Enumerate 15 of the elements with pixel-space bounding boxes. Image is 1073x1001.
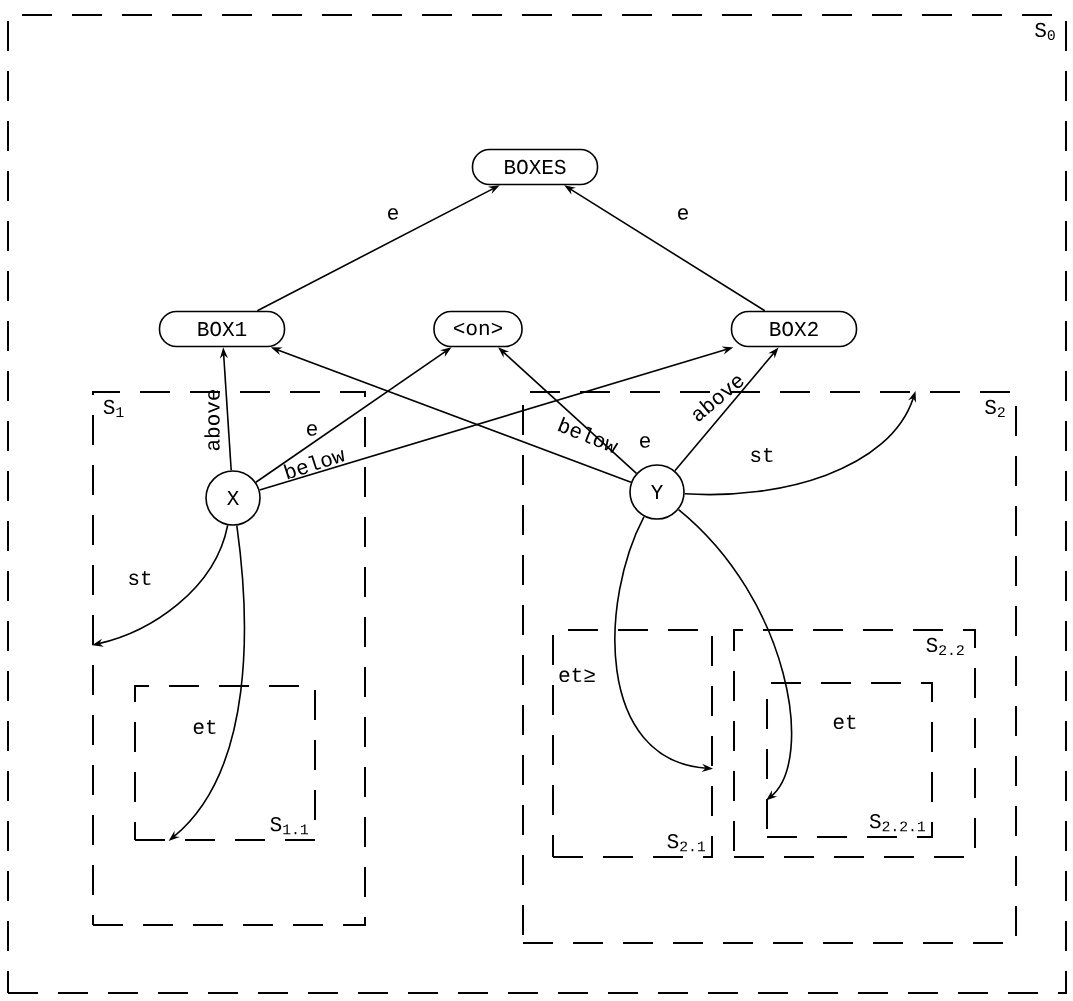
edge-label: below	[283, 449, 345, 480]
edge-label: e	[640, 436, 650, 448]
edge-label: e	[678, 208, 688, 220]
edge-label: st	[751, 447, 773, 463]
edge-label: et≥	[559, 667, 595, 683]
rounded-box: BOX1	[158, 310, 286, 348]
rounded-box: <on>	[433, 310, 523, 348]
edge-label: st	[129, 570, 151, 586]
edge-label: et	[833, 714, 856, 730]
edge-label: above	[204, 389, 220, 451]
rounded-box: BOX2	[730, 310, 858, 348]
edge-label: e	[388, 208, 398, 220]
edge-label: e	[307, 424, 317, 436]
rounded-box: BOXES	[471, 148, 599, 186]
edge-label: et	[193, 719, 216, 735]
